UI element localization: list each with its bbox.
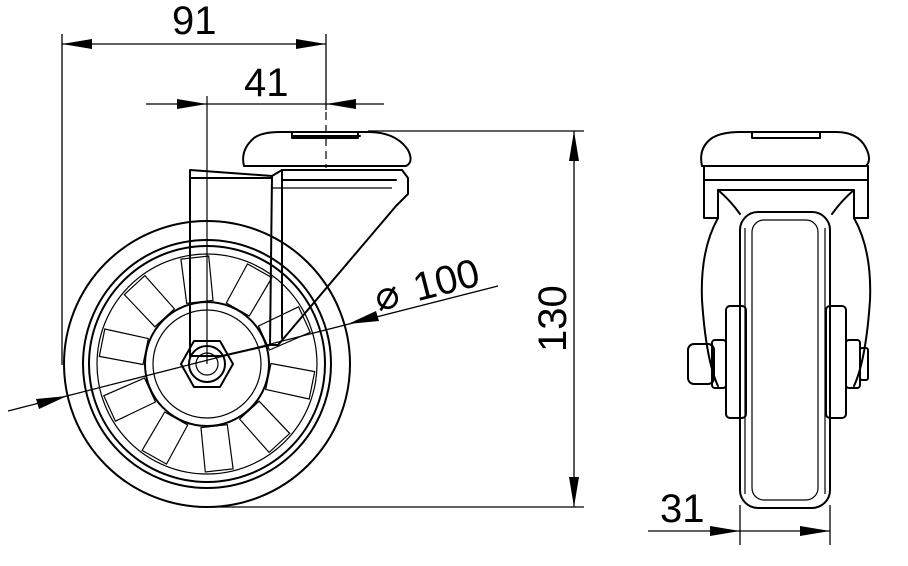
dimension-41-label: 41 <box>244 61 289 105</box>
front-axle-bolt <box>687 343 715 385</box>
wheel-spoke <box>238 400 291 454</box>
swivel-fork <box>189 169 409 357</box>
dimension-91-label: 91 <box>172 0 217 43</box>
wheel-spoke <box>200 424 234 473</box>
wheel-spoke <box>264 362 316 400</box>
wheel-spokes <box>98 255 316 473</box>
wheel-spoke <box>141 411 189 465</box>
dimension-130-label: 130 <box>531 285 575 352</box>
wheel-spoke <box>103 377 157 423</box>
side-view <box>63 96 412 508</box>
front-fork <box>700 217 719 387</box>
dimension-31: 31 <box>648 487 831 545</box>
wheel-spoke <box>257 305 311 351</box>
dimension-130: 130 <box>207 130 584 508</box>
dimension-100-label: 100 <box>409 251 485 310</box>
wheel-spoke <box>180 255 214 304</box>
front-view <box>687 131 872 509</box>
dimension-diameter-100: ⌀ 100 <box>7 251 499 412</box>
dimension-31-label: 31 <box>660 487 705 531</box>
dimension-91: 91 <box>61 0 327 365</box>
front-wheel <box>739 211 831 509</box>
wheel-spoke <box>98 328 150 366</box>
wheel-spoke <box>123 274 176 328</box>
dimension-41: 41 <box>146 61 384 109</box>
front-top-plate <box>700 131 870 167</box>
wheel-spoke <box>225 263 273 317</box>
top-plate <box>242 131 412 167</box>
